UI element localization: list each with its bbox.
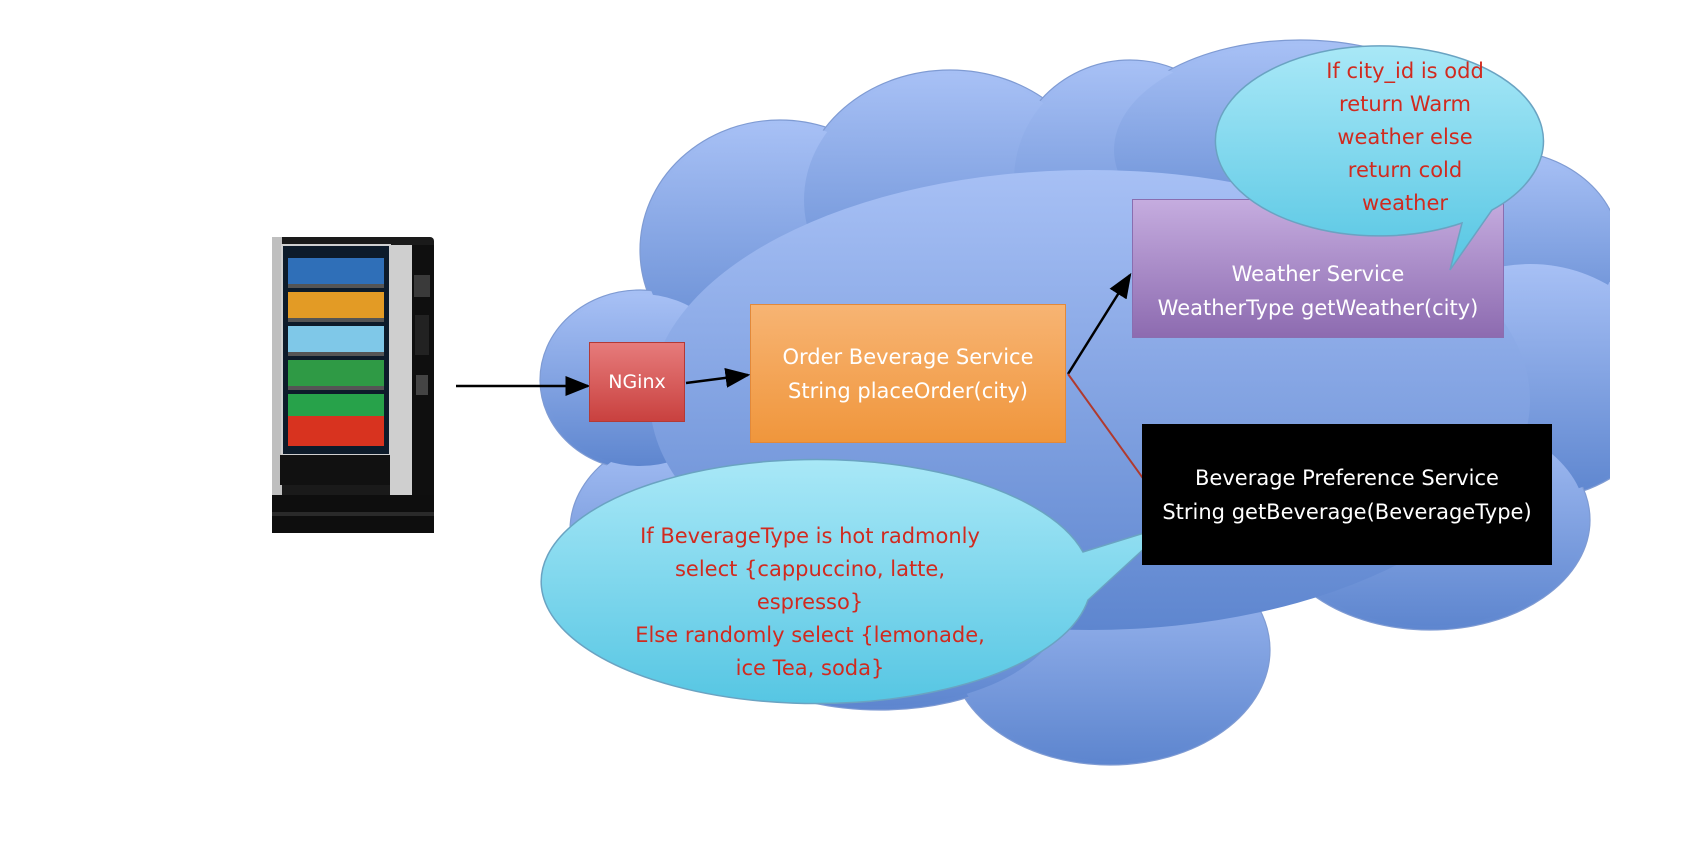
order-service-title: Order Beverage Service — [782, 344, 1034, 369]
weather-service-title: Weather Service — [1231, 261, 1405, 286]
beverage-service-method: String getBeverage(BeverageType) — [1162, 499, 1532, 524]
weather-note-line: return Warm — [1339, 91, 1471, 116]
weather-note-line: weather — [1361, 190, 1449, 215]
beverage-note-line: If BeverageType is hot radmonly — [640, 524, 980, 548]
beverage-note-line: select {cappuccino, latte, — [674, 557, 946, 581]
beverage-preference-service-node: Beverage Preference Service String getBe… — [1142, 424, 1552, 565]
weather-service-method: WeatherType getWeather(city) — [1157, 295, 1479, 320]
weather-note-line: weather else — [1337, 124, 1473, 149]
order-service-method: String placeOrder(city) — [788, 378, 1028, 403]
beverage-note-bubble — [540, 458, 1171, 705]
beverage-service-title: Beverage Preference Service — [1195, 465, 1499, 490]
weather-note-line: return cold — [1347, 157, 1463, 182]
weather-note-bubble — [1214, 45, 1545, 271]
nginx-label: NGinx — [608, 371, 666, 393]
weather-service-node: Weather Service WeatherType getWeather(c… — [1132, 199, 1504, 338]
beverage-note-line: espresso} — [756, 590, 864, 614]
beverage-note-line: ice Tea, soda} — [735, 656, 885, 680]
beverage-note-text: If BeverageType is hot radmonly select {… — [540, 520, 1080, 685]
order-beverage-service-node: Order Beverage Service String placeOrder… — [750, 304, 1066, 443]
arrow-nginx-to-order — [685, 367, 751, 388]
weather-note-text: If city_id is odd return Warm weather el… — [1240, 52, 1570, 222]
nginx-node: NGinx — [589, 342, 685, 422]
line-order-to-beverage — [1067, 373, 1151, 489]
arrow-order-to-weather — [1066, 272, 1132, 375]
weather-note-line: If city_id is odd — [1326, 58, 1484, 83]
beverage-note-line: Else randomly select {lemonade, — [635, 623, 985, 647]
vending-machine-image — [272, 237, 434, 533]
